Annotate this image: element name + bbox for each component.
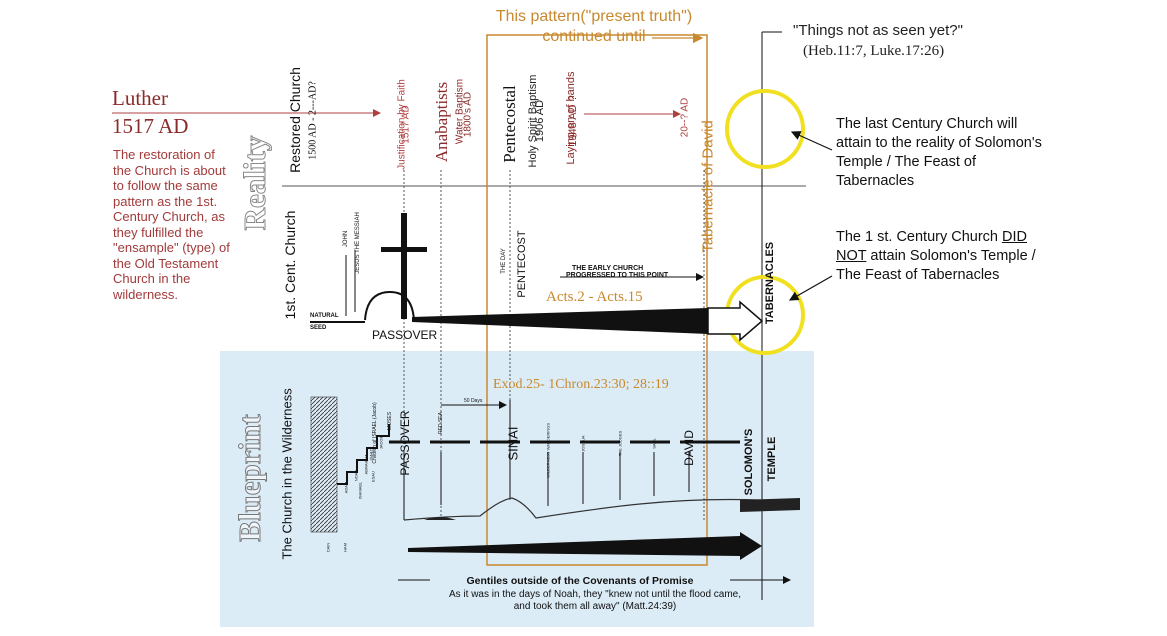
wilderness-label: WILDERNESS WANDERINGS	[545, 423, 551, 478]
noah-quote-line1: As it was in the days of Noah, they "kne…	[448, 589, 742, 600]
exod-label: Exod.25- 1Chron.23:30; 28::19	[493, 377, 669, 392]
restoration-text: The restoration of the Church is about t…	[113, 147, 230, 302]
reality-label: Reality	[237, 135, 273, 231]
pentecost-label: PENTECOST	[516, 230, 528, 298]
noah-quote-line2: and took them all away" (Matt.24:39)	[513, 601, 677, 612]
gentiles-label: Gentiles outside of the Covenants of Pro…	[466, 575, 694, 587]
first-century-arrowhead	[707, 300, 764, 342]
did-not-emphasis: DID NOT	[836, 229, 1027, 264]
the-day-label: THE DAY	[501, 248, 507, 274]
tabernacle-of-david: Tabernacle of David	[699, 120, 717, 253]
solomon-label-2: TEMPLE	[766, 436, 778, 482]
esau-label: ESAU	[370, 471, 376, 482]
note-first-century: The 1 st. Century Church DID NOT attain …	[836, 229, 1036, 283]
luther-year: 1517 AD	[112, 114, 189, 138]
justification-year: 1517 AD	[400, 105, 412, 144]
restored-church-label: Restored Church	[287, 67, 303, 173]
laying-hands-year: 1948 AD ?	[567, 95, 579, 147]
first-cent-church-label: 1st. Cent. Church	[282, 210, 298, 320]
blueprint-bottom-arrow	[408, 532, 762, 560]
early-church-label-1: THE EARLY CHURCH	[572, 265, 644, 272]
david-label: DAVID	[682, 430, 696, 466]
sinai-label: SINAI	[505, 426, 521, 461]
judges-label: THE JUDGES	[617, 430, 623, 457]
natural-seed-label-2: SEED	[310, 325, 327, 331]
blueprint-passover-label: PASSOVER	[398, 410, 412, 476]
highlight-circle-top	[725, 89, 805, 169]
cain-label: CAIN	[325, 542, 331, 553]
jesus-label: JESUS THE MESSIAH	[355, 212, 361, 274]
future-year: 20--? AD	[679, 97, 691, 138]
john-label: JOHN	[343, 230, 349, 248]
acts-label: Acts.2 - Acts.15	[546, 289, 643, 305]
water-baptism-year: 1800's AD	[462, 91, 474, 138]
solomon-label-1: SOLOMON'S	[743, 428, 755, 496]
saul-label: SAUL	[651, 438, 657, 449]
restored-church-dates: 1500 AD - 2---AD?	[307, 81, 319, 160]
ishmael-label: ISHMAEL	[357, 481, 363, 500]
pattern-box	[486, 34, 708, 566]
pattern-label-line2: continued until	[542, 28, 646, 45]
pattern-label-line1: This pattern("present truth")	[495, 8, 693, 25]
note-pointer-top	[790, 131, 833, 151]
blueprint-label: Blueprint	[232, 414, 268, 542]
note-pointer-bottom	[788, 275, 833, 301]
ham-label: HAM	[342, 543, 348, 552]
natural-seed-label-1: NATURAL	[310, 313, 339, 319]
moses-label: MOSES	[387, 411, 393, 431]
anabaptists-label: Anabaptists	[432, 81, 451, 163]
quote-reference: (Heb.11:7, Luke.17:26)	[803, 43, 945, 59]
tabernacles-label: TABERNACLES	[764, 241, 776, 325]
note-last-century: The last Century Church will attain to t…	[836, 116, 1042, 189]
first-century-wedge	[412, 308, 708, 334]
luther-name: Luther	[112, 86, 168, 110]
adam-label: ADAM	[343, 481, 349, 494]
cross	[401, 213, 407, 319]
jacob-label: JACOB	[378, 435, 384, 450]
joshua-label: JOSHUA	[580, 435, 586, 452]
red-sea-label: RED SEA	[438, 412, 444, 434]
early-church-label-2: PROGRESSED TO THIS POINT	[566, 272, 669, 279]
passover-label: PASSOVER	[372, 328, 438, 342]
holy-spirit-year: 1906 AD	[534, 99, 546, 143]
church-in-wilderness-label: The Church in the Wilderness	[279, 388, 295, 560]
pentecostal-label: Pentecostal	[500, 85, 519, 163]
quote-text: "Things not as seen yet?"	[793, 22, 963, 39]
fifty-days-label: 50 Days	[464, 398, 483, 404]
